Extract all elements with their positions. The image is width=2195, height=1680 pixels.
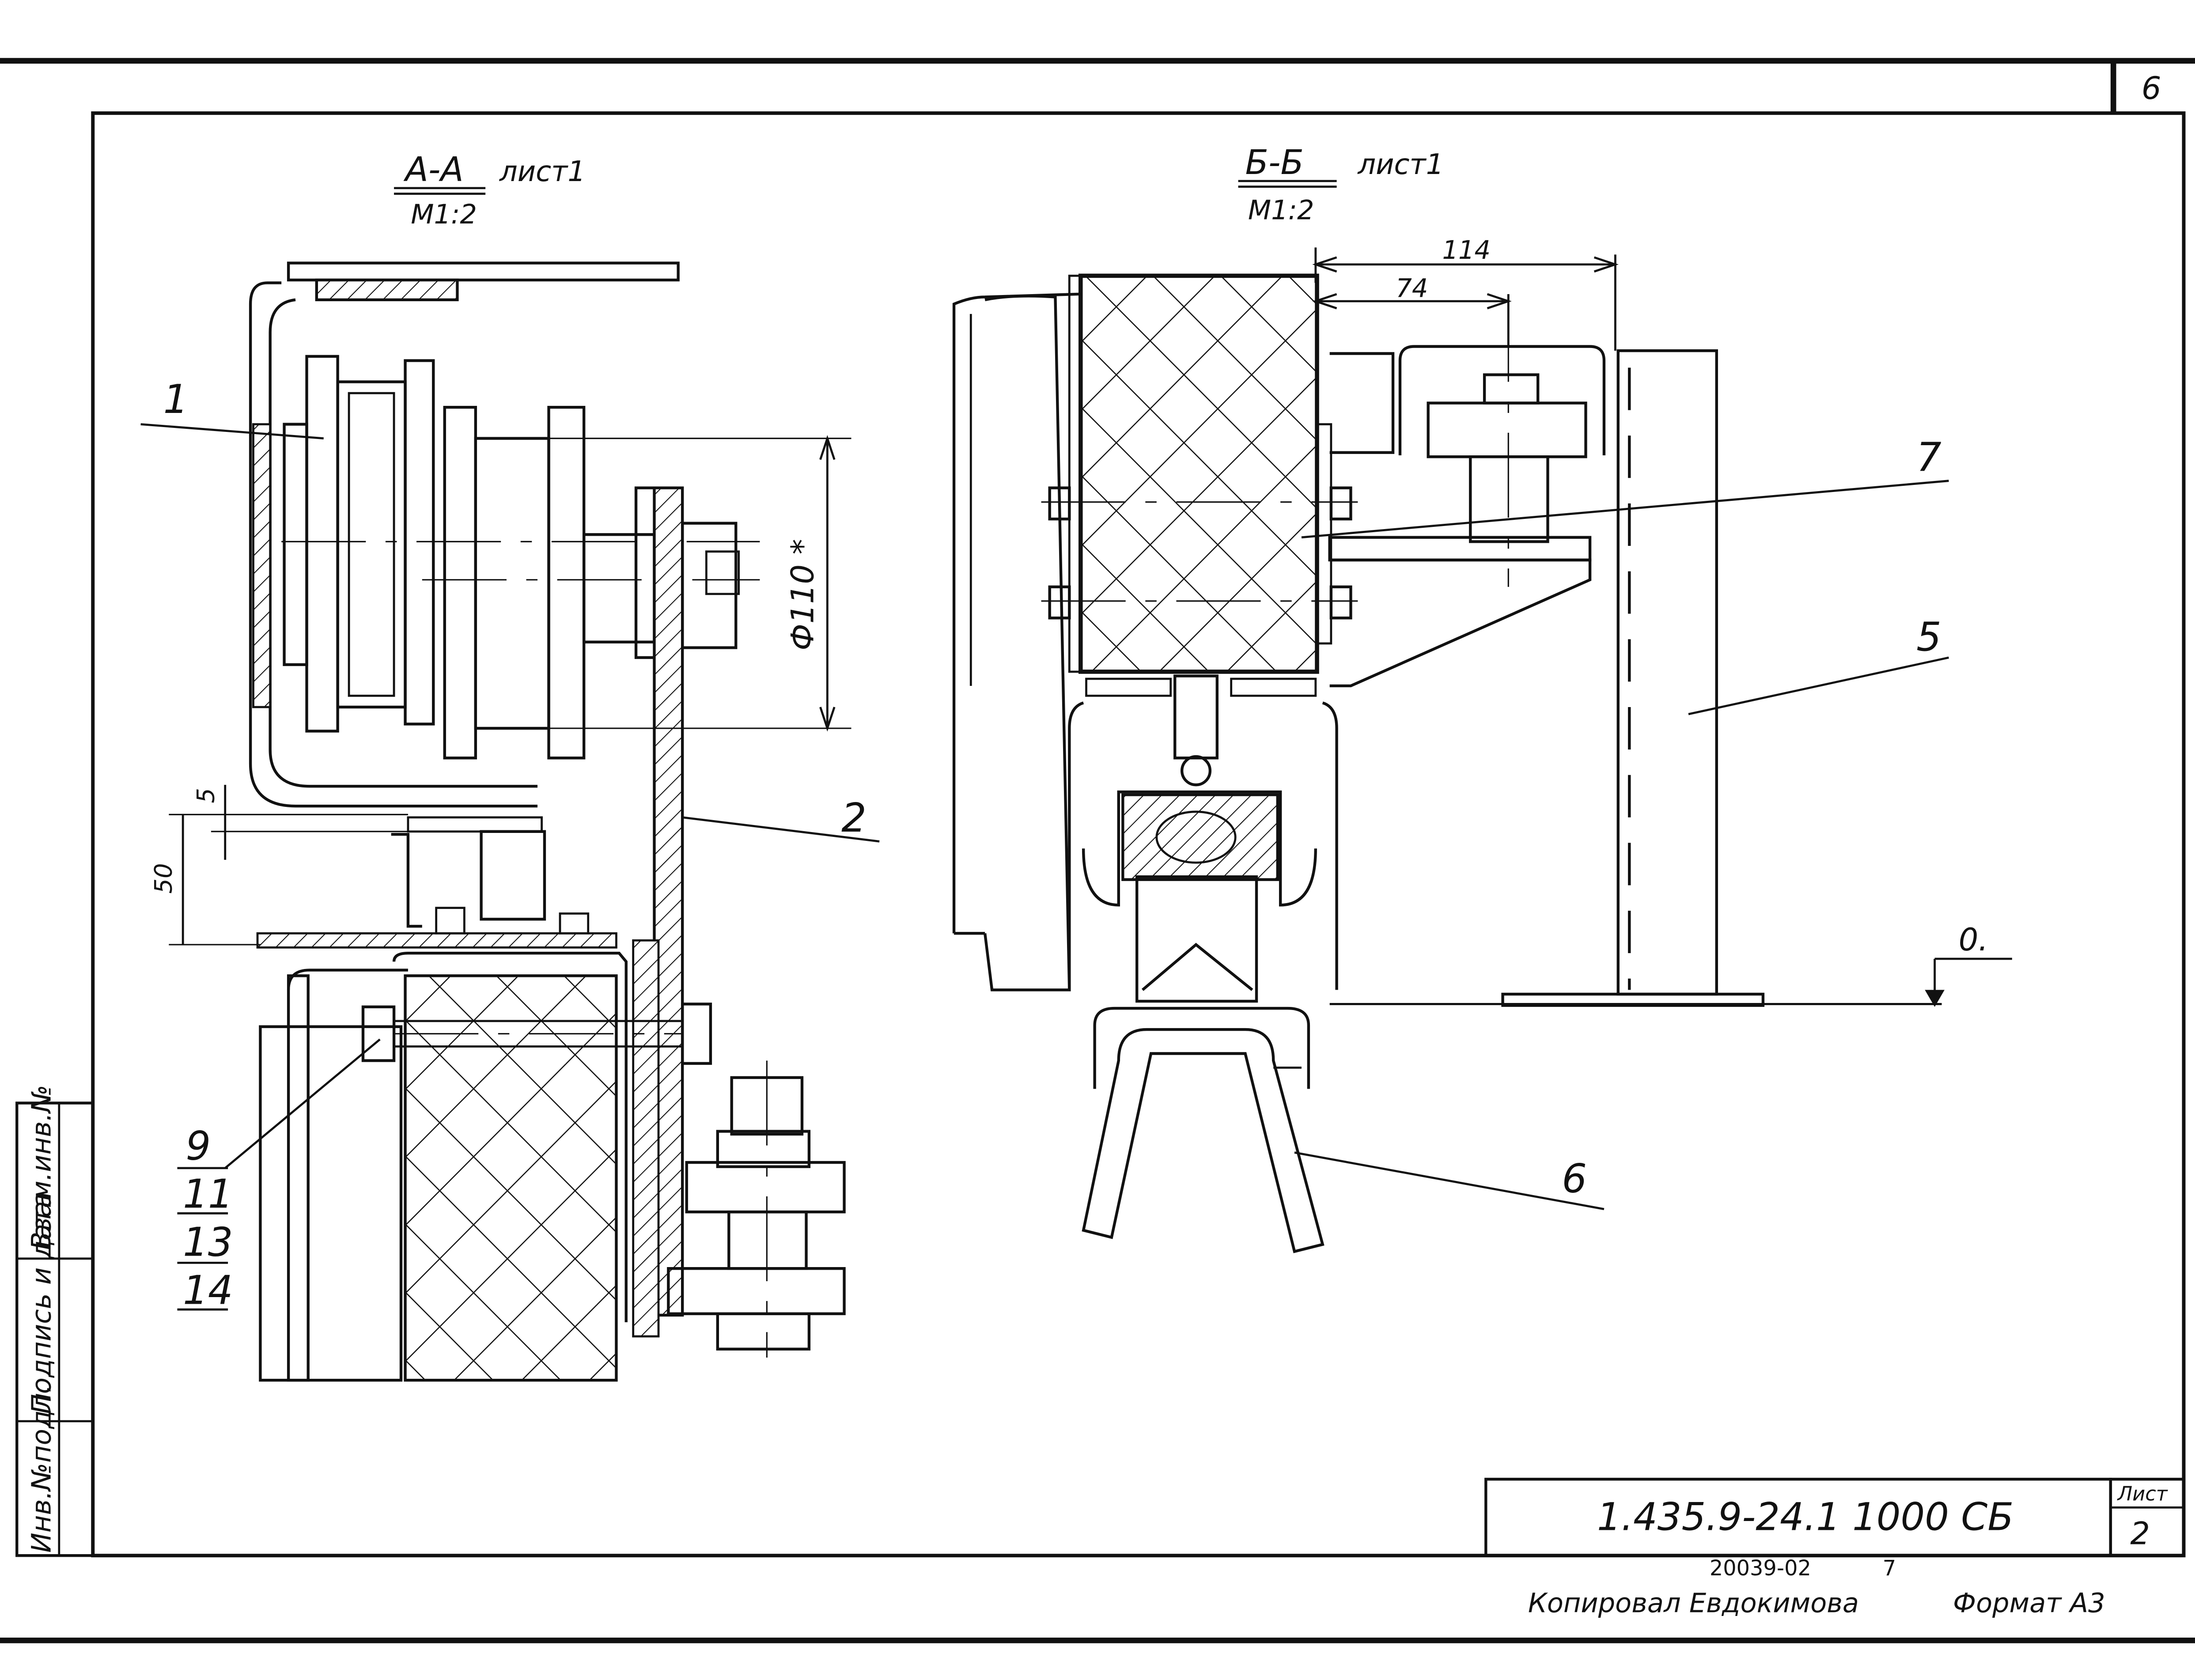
sheet-label: Лист: [2117, 1482, 2169, 1505]
callout-2: 2: [841, 795, 867, 841]
callout-6: 6: [1562, 1156, 1587, 1202]
view-aa-scale: М1:2: [411, 199, 477, 230]
dim-114: 114: [1442, 235, 1491, 265]
view-bb-drawing: [952, 273, 1765, 1253]
callout-7: 7: [1916, 435, 1941, 481]
view-aa-sheet-ref: лист1: [499, 155, 586, 188]
view-aa-leaders: [140, 423, 880, 1311]
view-bb-heading: [1238, 180, 1337, 188]
side-stamp-inventory: Инв.№подл.: [26, 1385, 57, 1553]
level-mark: 0.: [1959, 922, 1988, 958]
view-aa-drawing: [249, 261, 846, 1382]
view-bb-sheet-ref: лист1: [1357, 148, 1444, 181]
view-aa-title: А-А: [403, 150, 464, 189]
drawing-code: 1.435.9-24.1 1000 СБ: [1597, 1495, 2013, 1539]
dim-5: 5: [192, 788, 220, 803]
sheet-number: 2: [2130, 1515, 2150, 1551]
paper-format: Формат А3: [1953, 1588, 2105, 1619]
copy-id: 20039-02: [1710, 1556, 1811, 1581]
callout-9: 9: [186, 1123, 211, 1169]
view-aa-heading: [394, 187, 486, 195]
callout-1: 1: [163, 377, 189, 423]
view-bb-title: Б-Б: [1245, 143, 1304, 182]
copied-by: Копировал Евдокимова: [1528, 1588, 1859, 1619]
side-stamp-signature: Подпись и дата: [26, 1192, 57, 1414]
corner-sheet-number: 6: [2142, 70, 2161, 106]
view-bb-scale: М1:2: [1248, 195, 1314, 226]
side-stamp-replacement: Взам.инв.№: [26, 1085, 57, 1250]
view-bb-dimensions: [1312, 247, 2012, 1007]
dim-74: 74: [1396, 273, 1428, 303]
side-stamp: Инв.№подл. Подпись и дата Взам.инв.№: [15, 1085, 95, 1557]
dim-50: 50: [150, 863, 178, 893]
copy-page: 7: [1883, 1556, 1896, 1581]
view-bb-leaders: [1294, 480, 1949, 1211]
dim-diameter-110: Ф110 *: [785, 539, 821, 651]
title-block: [1484, 1478, 2185, 1557]
sheet-frame: [0, 58, 2195, 1643]
callout-11: 11: [183, 1171, 233, 1217]
callout-13: 13: [183, 1219, 233, 1265]
view-aa-dimensions: [169, 435, 852, 946]
callout-14: 14: [183, 1268, 233, 1313]
callout-5: 5: [1916, 614, 1941, 660]
